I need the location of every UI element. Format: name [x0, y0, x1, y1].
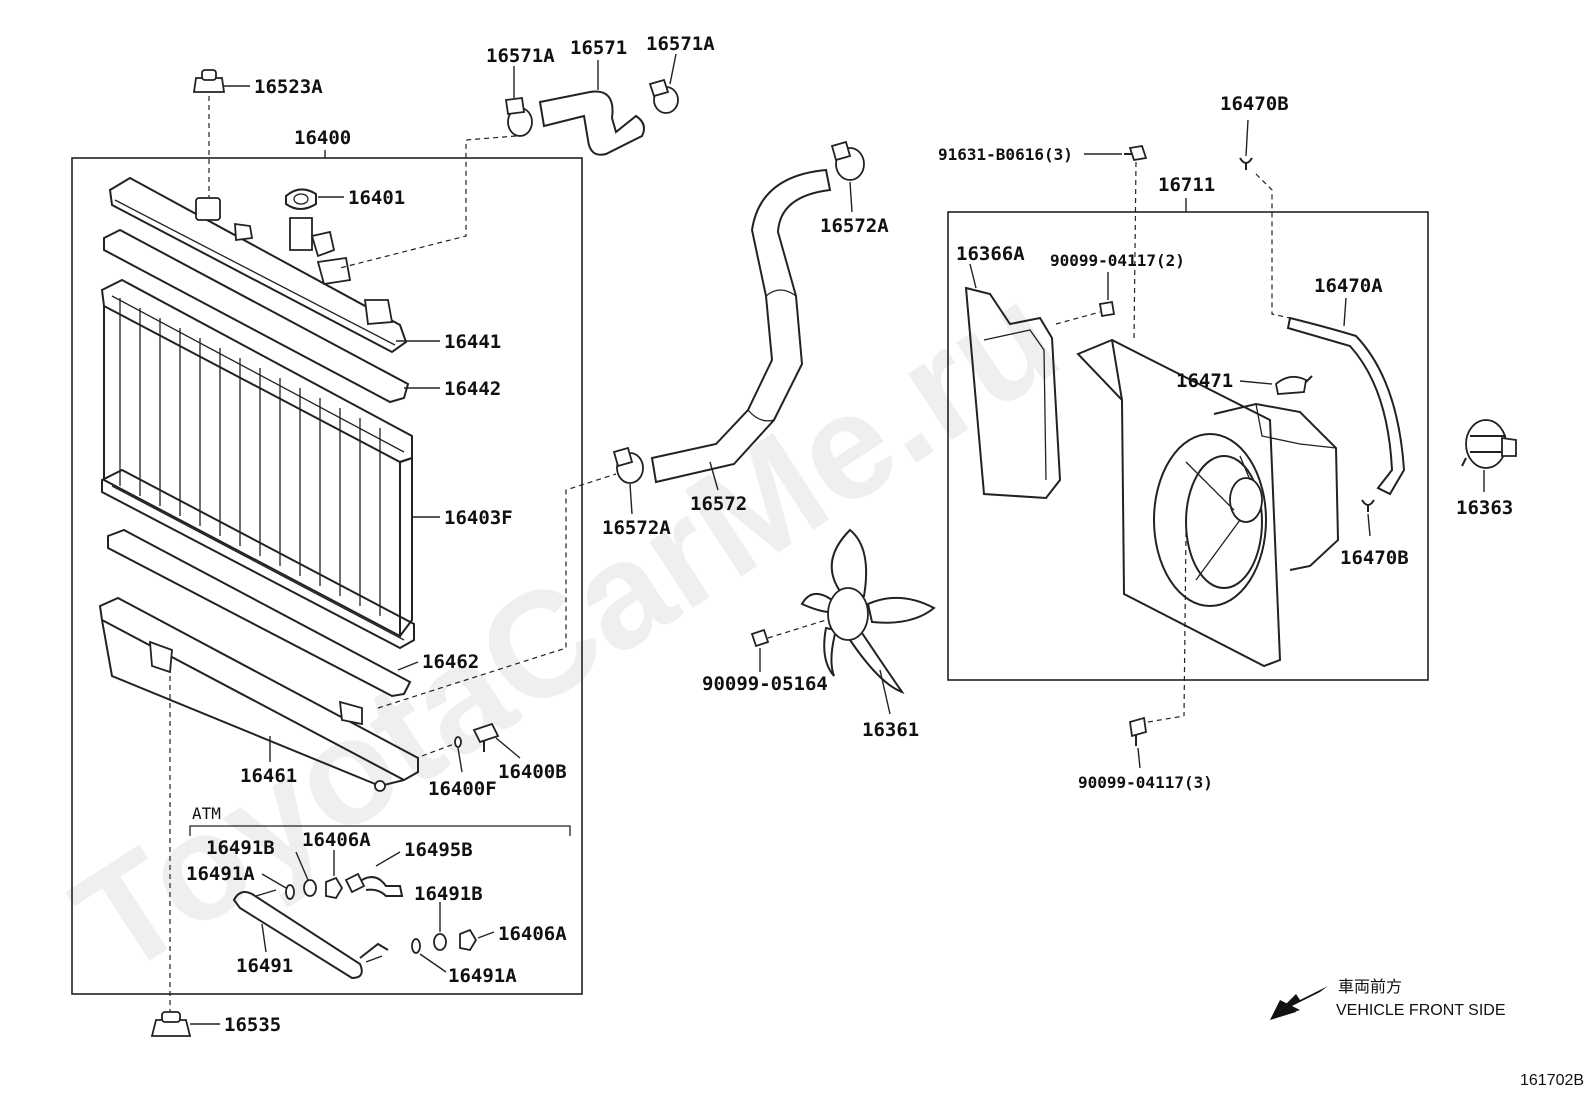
upper-tank-16441[interactable]: [108, 176, 408, 354]
fan-motor-16363[interactable]: [1461, 419, 1517, 469]
label-16572A-top[interactable]: 16572A: [820, 215, 889, 237]
lower-hose-16572[interactable]: [650, 168, 832, 484]
mount-cushion-16535[interactable]: [150, 1011, 192, 1037]
label-16406A-b[interactable]: 16406A: [498, 923, 567, 945]
atm-bracket: [189, 825, 571, 836]
label-90099-04117-3[interactable]: 90099-04117(3): [1078, 773, 1213, 792]
label-90099-05164[interactable]: 90099-05164: [702, 673, 828, 695]
label-16400[interactable]: 16400: [294, 127, 351, 149]
label-90099-04117-2[interactable]: 90099-04117(2): [1050, 251, 1185, 270]
bolt-90099-04117-2[interactable]: [1098, 300, 1116, 318]
label-16491B-b[interactable]: 16491B: [414, 883, 483, 905]
label-16523A[interactable]: 16523A: [254, 76, 323, 98]
bolt-91631-B0616[interactable]: [1124, 144, 1148, 162]
label-16711[interactable]: 16711: [1158, 174, 1215, 196]
hose-clip-16470B-top[interactable]: [1239, 157, 1253, 170]
label-16461[interactable]: 16461: [240, 765, 297, 787]
fan-16361[interactable]: [800, 528, 936, 695]
lower-tank-16461[interactable]: [98, 596, 419, 792]
nut-90099-05164[interactable]: [750, 628, 770, 648]
pipe-16495B[interactable]: [344, 872, 404, 897]
label-16470B-top[interactable]: 16470B: [1220, 93, 1289, 115]
label-atm: ATM: [192, 804, 221, 823]
vehicle-front-jp: 車両前方: [1338, 978, 1402, 996]
label-16491A-a[interactable]: 16491A: [186, 863, 255, 885]
nut-16406A-a[interactable]: [325, 876, 344, 900]
bolt-90099-04117-3[interactable]: [1128, 716, 1148, 746]
upper-hose-16571[interactable]: [538, 90, 645, 156]
reservoir-cap-16471[interactable]: [1275, 375, 1313, 395]
radiator-core-16403F[interactable]: [100, 278, 415, 650]
label-16495B[interactable]: 16495B: [404, 839, 473, 861]
label-16462[interactable]: 16462: [422, 651, 479, 673]
vehicle-front-en: VEHICLE FRONT SIDE: [1336, 1002, 1506, 1019]
hose-clip-16470B-bottom[interactable]: [1361, 499, 1375, 512]
hose-clamp-16572A-top[interactable]: [830, 140, 865, 181]
label-16442[interactable]: 16442: [444, 378, 501, 400]
label-16572[interactable]: 16572: [690, 493, 747, 515]
hose-clamp-16571A-left[interactable]: [504, 96, 533, 137]
o-ring-16491A-b[interactable]: [411, 938, 421, 954]
label-16572A-bottom[interactable]: 16572A: [602, 517, 671, 539]
label-16571A-right[interactable]: 16571A: [646, 33, 715, 55]
gasket-16442[interactable]: [103, 228, 410, 404]
label-16470B-bottom[interactable]: 16470B: [1340, 547, 1409, 569]
vehicle-front-arrow-icon: [1270, 986, 1328, 1020]
label-16363[interactable]: 16363: [1456, 497, 1513, 519]
fan-shroud-16711[interactable]: [1076, 338, 1340, 668]
radiator-cap-16523A[interactable]: [192, 69, 226, 93]
label-16491A-b[interactable]: 16491A: [448, 965, 517, 987]
label-16361[interactable]: 16361: [862, 719, 919, 741]
label-16471[interactable]: 16471: [1176, 370, 1233, 392]
washer-16491B-b[interactable]: [433, 933, 447, 951]
label-16406A-a[interactable]: 16406A: [302, 829, 371, 851]
hose-clamp-16571A-right[interactable]: [648, 78, 679, 114]
washer-16491B-a[interactable]: [303, 879, 317, 897]
fan-shroud-group-frame: [947, 211, 1429, 681]
radiator-assembly-frame: [71, 157, 583, 995]
label-16491B-a[interactable]: 16491B: [206, 837, 275, 859]
gasket-16401[interactable]: [285, 188, 317, 210]
figure-id: 161702B: [1520, 1072, 1584, 1089]
nut-16406A-b[interactable]: [459, 928, 478, 952]
label-16470A[interactable]: 16470A: [1314, 275, 1383, 297]
label-16491[interactable]: 16491: [236, 955, 293, 977]
label-16571A-left[interactable]: 16571A: [486, 45, 555, 67]
label-16571[interactable]: 16571: [570, 37, 627, 59]
hose-clamp-16572A-bottom[interactable]: [612, 446, 644, 484]
label-16366A[interactable]: 16366A: [956, 243, 1025, 265]
label-16400B[interactable]: 16400B: [498, 761, 567, 783]
drain-plug-16400B[interactable]: [472, 722, 500, 752]
overflow-hose-16470A[interactable]: [1286, 316, 1406, 496]
label-16403F[interactable]: 16403F: [444, 507, 513, 529]
label-16400F[interactable]: 16400F: [428, 778, 497, 800]
o-ring-16400F[interactable]: [454, 736, 462, 748]
gasket-16462[interactable]: [107, 528, 412, 698]
bracket-16366A[interactable]: [964, 286, 1062, 500]
label-16401[interactable]: 16401: [348, 187, 405, 209]
o-ring-16491A-a[interactable]: [285, 884, 295, 900]
label-16441[interactable]: 16441: [444, 331, 501, 353]
oil-cooler-16491[interactable]: [232, 889, 389, 980]
label-16535[interactable]: 16535: [224, 1014, 281, 1036]
label-91631-B0616[interactable]: 91631-B0616(3): [938, 145, 1073, 164]
